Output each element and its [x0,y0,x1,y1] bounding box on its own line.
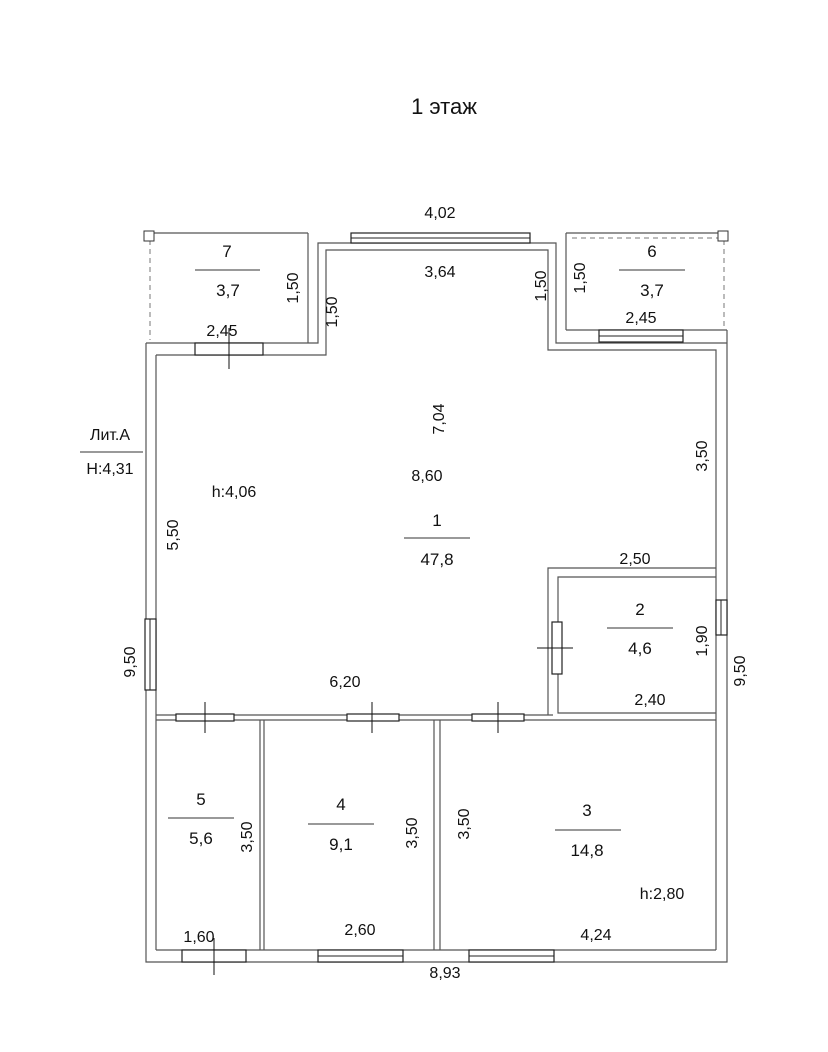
dim-room-5-width: 1,60 [183,929,214,946]
dim-main-center-h: 8,60 [411,468,442,485]
dim-outer-right: 9,50 [732,655,749,686]
dim-room-2-bottom: 2,40 [634,692,665,709]
door-room-3 [471,702,525,733]
dim-top-inner: 3,64 [424,264,455,281]
window-room-6 [598,329,684,343]
dim-room-7-height: 1,50 [285,272,302,303]
dim-room-3-width: 4,24 [580,927,611,944]
room-4-number: 4 [336,795,345,814]
window-room-4 [317,949,404,963]
window-room-3 [468,949,555,963]
door-room-2 [537,621,573,675]
window-right [715,599,728,636]
room-3-number: 3 [582,801,591,820]
room-3-height: h:2,80 [640,886,685,903]
room-3-area: 14,8 [570,841,603,860]
room-5-area: 5,6 [189,829,213,848]
room-7-number: 7 [222,242,231,261]
room-4-area: 9,1 [329,835,353,854]
window-top [350,232,531,244]
dim-main-left-v: 5,50 [165,519,182,550]
room-6-number: 6 [647,242,656,261]
dim-room-6-height: 1,50 [572,262,589,293]
room-1-number: 1 [432,511,441,530]
dim-outer-bottom: 8,93 [429,965,460,982]
room-6-outline [565,230,729,331]
room-2-area: 4,6 [628,639,652,658]
dim-room-2-top: 2,50 [619,551,650,568]
room-6-area: 3,7 [640,281,664,300]
building-height: Н:4,31 [86,461,133,478]
room-1-height: h:4,06 [212,484,257,501]
floor-title: 1 этаж [411,94,477,119]
room-7-outline [143,230,309,343]
dim-main-bottom: 6,20 [329,674,360,691]
door-room-4 [346,702,400,733]
dim-outer-left: 9,50 [122,646,139,677]
door-room-5 [175,702,235,733]
dim-room-6-width: 2,45 [625,310,656,327]
dim-top-window: 4,02 [424,205,455,222]
dim-main-notch-left: 1,50 [324,296,341,327]
dim-room-4-height: 3,50 [404,817,421,848]
dim-main-center-v: 7,04 [431,403,448,434]
dim-room-7-width: 2,45 [206,323,237,340]
dim-room-3-height: 3,50 [456,808,473,839]
window-left [144,618,157,691]
room-5-number: 5 [196,790,205,809]
dim-main-right-v: 3,50 [694,440,711,471]
dim-room-4-width: 2,60 [344,922,375,939]
room-2-number: 2 [635,600,644,619]
room-1-area: 47,8 [420,550,453,569]
building-label: Лит.А [90,427,130,444]
room-7-area: 3,7 [216,281,240,300]
dim-room-5-height: 3,50 [239,821,256,852]
dim-room-2-height: 1,90 [694,625,711,656]
dim-main-notch-right: 1,50 [533,270,550,301]
